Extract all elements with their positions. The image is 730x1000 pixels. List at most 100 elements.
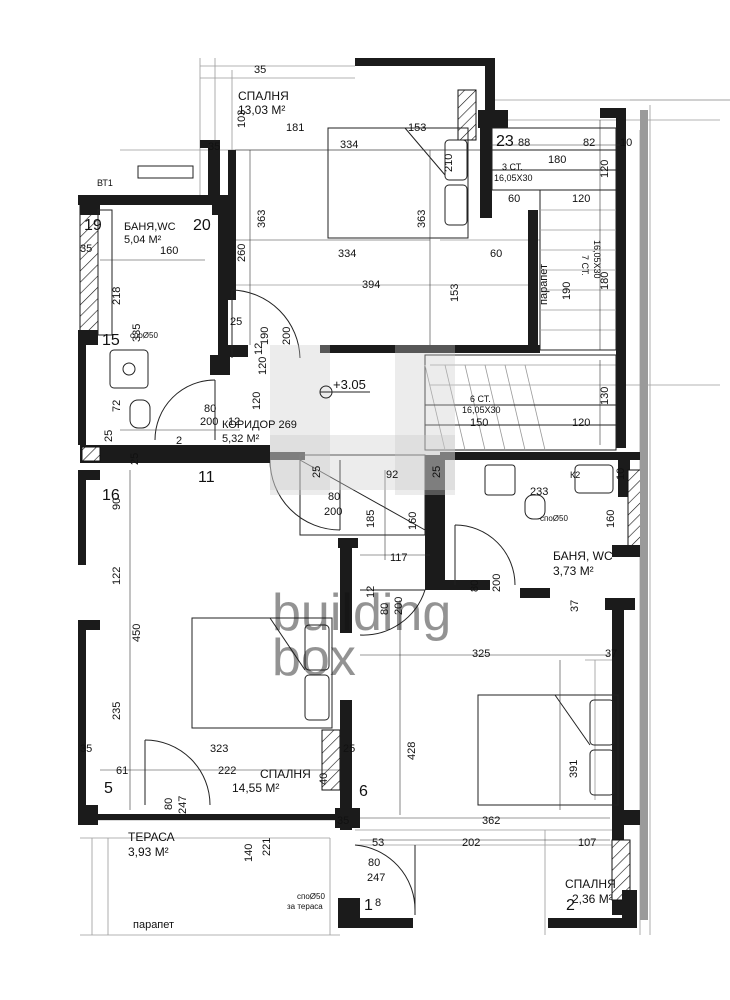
dim: 323: [210, 743, 228, 755]
level-label: +3.05: [333, 377, 366, 392]
k2-label: К2: [570, 470, 580, 480]
dim: 120: [599, 160, 611, 178]
bed-top: [327, 127, 469, 239]
parapet-right: парапет: [538, 264, 550, 305]
dim: 37: [569, 600, 581, 612]
dim: 222: [218, 765, 236, 777]
dim: 53: [372, 837, 384, 849]
axis-11: 11: [198, 469, 215, 486]
walls: [78, 58, 648, 928]
dim: 25: [103, 430, 115, 442]
axis-19: 19: [84, 217, 102, 234]
dim: 233: [530, 486, 548, 498]
room-name-bath-left: БАНЯ,WC: [124, 221, 176, 233]
dim: 120: [572, 417, 590, 429]
axis-6: 6: [359, 783, 368, 800]
room-name-corridor: КОРИДОР 269: [222, 419, 297, 431]
bed-left: [191, 617, 333, 729]
stair-2-size: 16,05Х30: [592, 240, 602, 279]
dim: 90: [111, 498, 123, 510]
dim: 72: [111, 400, 123, 412]
dim: 103: [236, 110, 248, 128]
drain-terrace: споØ50: [297, 892, 325, 901]
dim: 202: [462, 837, 480, 849]
room-name-terrace: ТЕРАСА: [128, 830, 175, 844]
dim: 200: [491, 574, 503, 592]
dim: 190: [259, 327, 271, 345]
dim: 160: [160, 245, 178, 257]
dim: 35: [80, 743, 92, 755]
dim: 218: [111, 287, 123, 305]
stair-3-size: 16,05Х30: [462, 405, 501, 415]
dim: 363: [416, 210, 428, 228]
dim: 10: [620, 137, 632, 149]
dim: 335: [131, 324, 143, 342]
room-name-bath-right: БАНЯ, WC: [553, 549, 613, 563]
dim: 40: [318, 773, 330, 785]
dim: 80: [204, 403, 216, 415]
axis-23: 23: [496, 133, 514, 150]
dim: 185: [365, 510, 377, 528]
dim: 12: [253, 343, 265, 355]
toilet-left: [129, 399, 151, 429]
watermark-line2: box: [272, 629, 356, 687]
dim: 25: [431, 466, 443, 478]
stair-labels: 3 СТ. 16,05Х30 7 СТ. 16,05Х30 6 СТ. 16,0…: [462, 162, 602, 415]
dim: 130: [599, 387, 611, 405]
dim: 428: [406, 742, 418, 760]
dim: 35: [208, 141, 220, 153]
room-area-bedroom-top: 13,03 М²: [238, 103, 285, 117]
stair-1-steps: 3 СТ.: [502, 162, 523, 172]
axis-20: 20: [193, 217, 211, 234]
dim: 60: [508, 193, 520, 205]
axis-numbers: 19 20 15 11 16 5 6 1 2 23: [84, 133, 575, 914]
dim: 122: [111, 567, 123, 585]
dim: 80: [328, 491, 340, 503]
dim: 10: [615, 468, 627, 480]
dim: 120: [251, 392, 263, 410]
dim: 235: [111, 702, 123, 720]
dim: 2: [176, 435, 182, 447]
watermark-line1: building: [272, 584, 451, 642]
stair-2-steps: 7 СТ.: [580, 255, 590, 276]
dim: 153: [449, 284, 461, 302]
sink-left: [109, 349, 149, 389]
dim: 120: [572, 193, 590, 205]
dim: 25: [311, 466, 323, 478]
dim: 160: [407, 512, 419, 530]
drain-terrace-note: за тераса: [287, 902, 323, 911]
dim: 140: [243, 844, 255, 862]
dim: 247: [177, 796, 189, 814]
radiator-icon: [137, 165, 194, 179]
dimension-texts: 35 103 181 153 334 210 35 363 363 334 60…: [80, 64, 632, 909]
room-labels: СПАЛНЯ 13,03 М² БАНЯ,WC 5,04 М² КОРИДОР …: [124, 89, 616, 906]
drain-right: споØ50: [540, 514, 568, 523]
dim: 180: [548, 154, 566, 166]
dim: 80: [163, 798, 175, 810]
dimension-lines: [100, 120, 620, 841]
dim: 35: [337, 815, 349, 827]
dim: 60: [490, 248, 502, 260]
dim: 200: [393, 597, 405, 615]
dim: 190: [561, 282, 573, 300]
dim: 210: [443, 154, 455, 172]
parapet-bottom: парапет: [133, 919, 174, 931]
room-area-corridor: 5,32 М²: [222, 433, 260, 445]
room-name-bedroom-bottom: СПАЛНЯ: [565, 877, 616, 891]
dim: 260: [236, 244, 248, 262]
stairs: [424, 127, 617, 451]
dim: 117: [390, 552, 408, 564]
toilet-right: [524, 494, 546, 520]
dim: 88: [518, 137, 530, 149]
axis-16: 16: [102, 487, 120, 504]
axis-15: 15: [102, 332, 120, 349]
dim: 80: [379, 603, 391, 615]
room-name-bedroom-top: СПАЛНЯ: [238, 89, 289, 103]
dim: 35: [254, 64, 266, 76]
sink-right: [574, 464, 614, 494]
room-area-bath-left: 5,04 М²: [124, 234, 162, 246]
dim: 391: [568, 760, 580, 778]
bt1-label: ВТ1: [97, 178, 113, 188]
dim: 200: [200, 416, 218, 428]
